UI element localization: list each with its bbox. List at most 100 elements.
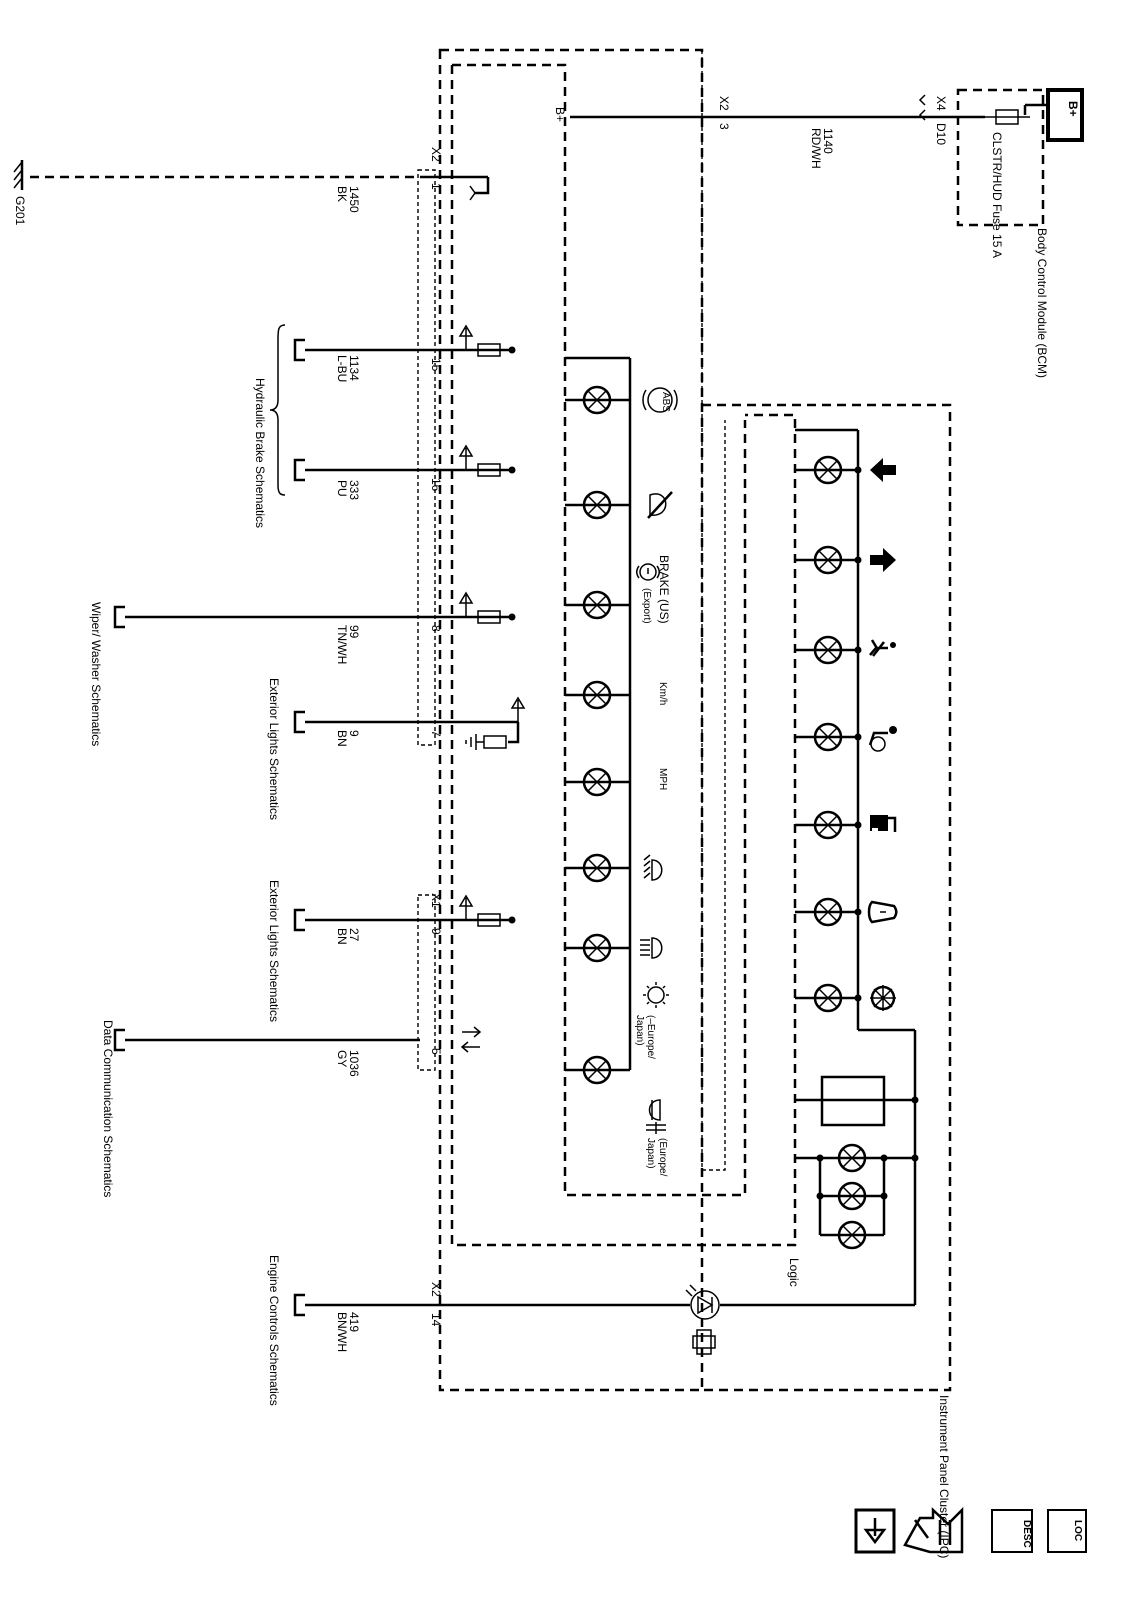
- nav-buttons: DESC LOC: [854, 1506, 1087, 1554]
- circuit-1036: Data Communication Schematics 1036 GY 5: [101, 1020, 482, 1197]
- wire-1036-num: 1036: [347, 1050, 361, 1077]
- svg-text:ABS: ABS: [660, 392, 671, 412]
- brake-warning-icon: [636, 563, 660, 581]
- lamp-park-brake: [565, 490, 630, 520]
- airbag-icon: [868, 726, 897, 752]
- connector-x2-shell: [417, 169, 436, 746]
- ipc-pin-1: 1: [429, 183, 443, 190]
- logic-boundary: [452, 63, 747, 1197]
- circuit-9: Exterior Lights Schematics 9 BN 7: [267, 678, 526, 820]
- circuit-1134: 1134 L-BU 15: [293, 324, 516, 382]
- ipc-connector-x2: X2: [429, 147, 443, 162]
- backlight-circuit: [795, 1075, 919, 1250]
- wire-419-color: BN/WH: [335, 1312, 349, 1352]
- lamp-mph: [565, 767, 630, 797]
- tire-pressure-icon: [867, 900, 898, 924]
- ipc-outer-boundary: [438, 48, 704, 1392]
- wire-27-num: 27: [347, 928, 361, 942]
- check-engine-led-icon: [690, 1290, 720, 1320]
- lamp-symbols-left: ABS BRAKE (US) (Export) Km/h MPH (–Europ…: [634, 387, 678, 1177]
- upshift-arrow-icon: [870, 458, 896, 482]
- circuit-99: Wiper/ Washer Schematics 99 TN/WH 8: [89, 591, 516, 746]
- bcm-label: Body Control Module (BCM): [1035, 228, 1049, 378]
- wire-333-color: PU: [335, 480, 349, 497]
- brake-label-export: (Export): [641, 588, 652, 624]
- wire-1450-color: BK: [335, 186, 349, 202]
- circuit-333: 333 PU 16: [293, 444, 516, 500]
- europe-label-2: Japan): [634, 1015, 645, 1046]
- wire-27-color: BN: [335, 928, 349, 945]
- rear-fog-label-2: Japan): [645, 1138, 656, 1169]
- wire-1134-color: L-BU: [335, 355, 349, 382]
- lamp-kmh: [565, 680, 630, 710]
- lamp-brake: [565, 590, 630, 620]
- ipc-connector-x2-top: X2: [717, 96, 731, 111]
- abs-icon: ABS: [642, 387, 678, 413]
- connector-wrench-icon: [903, 1506, 964, 1554]
- lamp-abs: [565, 385, 630, 415]
- rear-fog-icon: [646, 1099, 666, 1134]
- down-arrow-icon: [863, 1518, 887, 1545]
- dest-hydraulic-brake: Hydraulic Brake Schematics: [253, 378, 267, 528]
- dest-data-communication: Data Communication Schematics: [101, 1020, 115, 1197]
- wire-9-num: 9: [347, 730, 361, 737]
- wire-419-num: 419: [347, 1312, 361, 1332]
- ipc-pin-3: 3: [717, 123, 731, 130]
- dest-exterior-lights-1: Exterior Lights Schematics: [267, 678, 281, 820]
- ground-icon: [13, 160, 24, 190]
- next-page-button[interactable]: [854, 1508, 896, 1554]
- lamp-high-beam: [565, 933, 630, 963]
- front-fog-icon: [643, 854, 663, 881]
- pin-5: 5: [429, 1048, 443, 1055]
- ipc-boundaries: Logic Instrument Panel Cluster (IPC): [417, 48, 952, 1558]
- battery-positive-label: B+: [1066, 101, 1080, 117]
- lamp-rear-fog: [565, 1055, 630, 1085]
- wire-1134-num: 1134: [347, 355, 361, 381]
- pin-16: 16: [429, 478, 443, 492]
- bcm-connector-x4: X4: [934, 96, 948, 111]
- lamp-front-fog: [565, 853, 630, 883]
- bcm-connector-d10: D10: [934, 123, 948, 145]
- brake-label-us: BRAKE (US): [657, 555, 671, 624]
- pin-8: 8: [429, 625, 443, 632]
- engine-icon: [692, 1329, 716, 1355]
- stabilitrak-gear-icon: [870, 985, 896, 1011]
- pin-15: 15: [429, 358, 443, 372]
- wire-9-color: BN: [335, 730, 349, 747]
- high-beam-icon: [640, 937, 663, 959]
- ground-label: G201: [13, 196, 27, 226]
- dest-engine-controls: Engine Controls Schematics: [267, 1255, 281, 1406]
- description-button[interactable]: DESC: [991, 1509, 1033, 1553]
- loc-label: LOC: [1072, 1520, 1083, 1541]
- desc-label: DESC: [1021, 1520, 1032, 1548]
- mph-label: MPH: [657, 768, 668, 790]
- wire-99-color: TN/WH: [335, 625, 349, 664]
- wire-1140-num: 1140: [821, 128, 835, 154]
- ipc-connector-x1: X1: [429, 893, 443, 908]
- lamp-symbols-right: [867, 458, 898, 1011]
- location-button[interactable]: LOC: [1047, 1509, 1087, 1553]
- ground-circuit: G201 1450 BK X2 1: [13, 147, 490, 226]
- downshift-arrow-icon: [870, 548, 896, 572]
- kmh-label: Km/h: [657, 682, 668, 705]
- rear-fog-label-1: (Europe/: [657, 1138, 668, 1177]
- dest-wiper-washer: Wiper/ Washer Schematics: [89, 602, 103, 746]
- circuit-27: Exterior Lights Schematics 27 BN X1 9: [267, 880, 516, 1022]
- wire-1036-color: GY: [335, 1050, 349, 1067]
- wire-333-num: 333: [347, 480, 361, 500]
- logic-label: Logic: [787, 1258, 801, 1287]
- ipc-bplus-label: B+: [553, 107, 567, 122]
- europe-label-1: (–Europe/: [645, 1015, 656, 1059]
- wire-1450-num: 1450: [347, 186, 361, 213]
- exterior-lamp-icon: [643, 982, 669, 1008]
- lamp-column-left: [565, 356, 632, 1085]
- dest-exterior-lights-2: Exterior Lights Schematics: [267, 880, 281, 1022]
- illumination-module-box: [820, 1075, 886, 1127]
- battery-positive-box: [1046, 88, 1084, 142]
- body-control-module: B+ CLSTR/HUD Fuse 15 A Body Control Modu…: [553, 88, 1084, 378]
- wire-99-num: 99: [347, 625, 361, 639]
- pin-9: 9: [429, 928, 443, 935]
- ipc-connector-x2-bottom: X2: [429, 1282, 443, 1297]
- connector-end-view-button[interactable]: [903, 1506, 964, 1554]
- circuit-419: Engine Controls Schematics 419 BN/WH X2 …: [267, 1030, 917, 1406]
